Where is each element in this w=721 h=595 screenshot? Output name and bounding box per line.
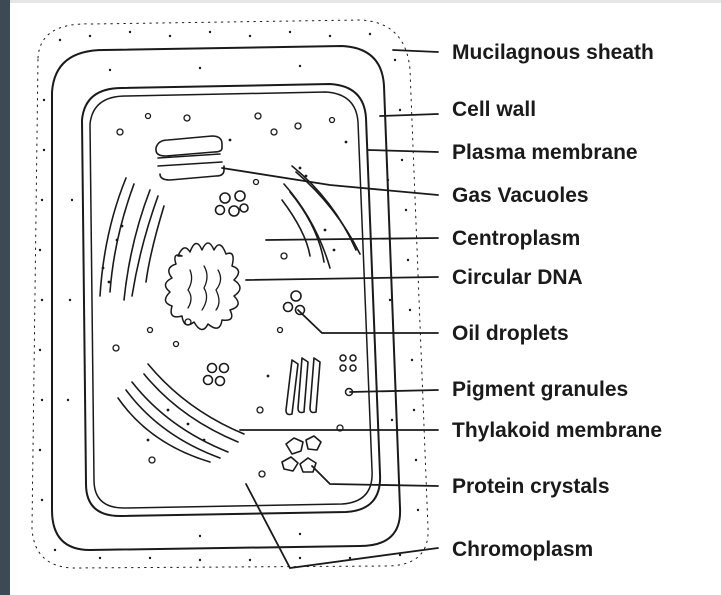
label-oil-droplets: Oil droplets [452,322,569,345]
granule-cluster-top [216,191,249,216]
oil-droplets [284,291,305,315]
labels: Mucilagnous sheath Cell wall Plasma memb… [452,41,662,561]
protein-crystals [282,436,321,472]
leader-lines [222,50,438,568]
label-pigment-granules: Pigment granules [452,378,628,401]
leader-oil-droplets [298,310,438,333]
label-thylakoid-membrane: Thylakoid membrane [452,419,662,442]
label-gas-vacuoles: Gas Vacuoles [452,184,589,207]
plasma-membrane-inner [90,92,372,508]
vertical-rods [286,358,320,415]
leader-mucilagnous-sheath [393,50,438,52]
leader-circular-dna [246,277,438,280]
cell-wall-outline [52,46,400,550]
leader-protein-crystals [312,466,438,486]
label-mucilagnous-sheath: Mucilagnous sheath [452,41,654,64]
scattered-granules [113,113,343,477]
thylakoid-right [282,166,360,268]
pigment-granules [340,355,356,396]
leader-cell-wall [380,114,438,116]
label-centroplasm: Centroplasm [452,227,580,250]
thylakoid-bottom [118,364,244,462]
gas-vacuoles [156,136,224,180]
label-cell-wall: Cell wall [452,98,536,121]
granule-cluster-bottom [204,364,229,386]
circular-dna [165,243,240,330]
leader-chromoplasm [246,484,438,568]
label-chromoplasm: Chromoplasm [452,538,593,561]
leader-pigment-granules [350,390,438,392]
leader-plasma-membrane [368,150,438,152]
label-circular-dna: Circular DNA [452,266,583,289]
leader-gas-vacuoles [222,168,438,195]
leader-centroplasm [266,238,438,240]
label-plasma-membrane: Plasma membrane [452,141,638,164]
sheath-stipple [39,31,419,561]
plasma-membrane-outline [82,84,380,516]
label-protein-crystals: Protein crystals [452,475,610,498]
